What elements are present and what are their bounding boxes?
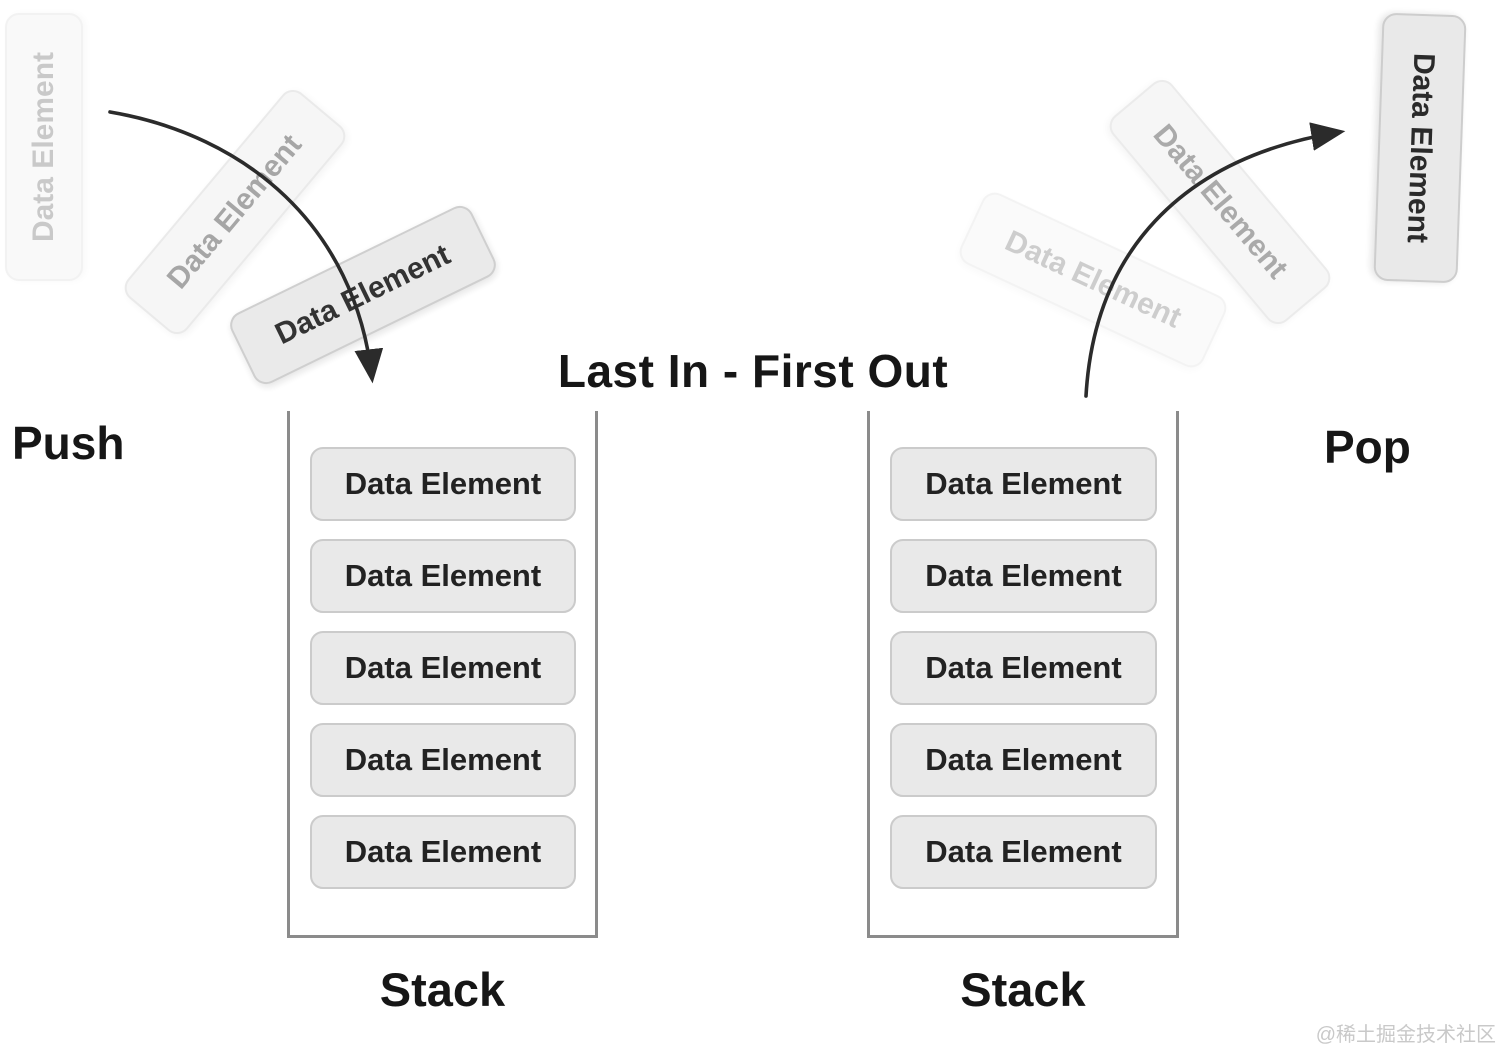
data-element-label: Data Element (1146, 118, 1295, 286)
watermark: @稀土掘金技术社区 (1315, 1024, 1496, 1046)
push-floating-data-element: Data Element (5, 13, 83, 281)
diagram-title: Last In - First Out (557, 345, 949, 397)
push-operation-label: Push (12, 417, 125, 469)
left-stack-label: Stack (379, 963, 506, 1016)
data-element-label: Data Element (925, 650, 1122, 685)
left-stack-container: Data Element Data Element Data Element D… (287, 411, 598, 938)
data-element-label: Data Element (344, 558, 542, 593)
stack-data-element: Data Element (310, 815, 576, 889)
stack-data-element: Data Element (890, 447, 1157, 521)
data-element-label: Data Element (925, 742, 1122, 777)
stack-data-element: Data Element (890, 815, 1157, 889)
data-element-label: Data Element (270, 238, 456, 352)
pop-floating-data-element: Data Element (1373, 12, 1467, 284)
data-element-label: Data Element (160, 128, 309, 296)
stack-data-element: Data Element (310, 447, 576, 521)
data-element-label: Data Element (344, 466, 542, 501)
data-element-label: Data Element (1000, 224, 1187, 335)
data-element-label: Data Element (925, 558, 1122, 593)
stack-data-element: Data Element (310, 631, 576, 705)
data-element-label: Data Element (1400, 52, 1441, 244)
right-stack-label: Stack (960, 963, 1086, 1016)
right-stack-container: Data Element Data Element Data Element D… (867, 411, 1179, 938)
data-element-label: Data Element (344, 834, 542, 869)
stack-data-element: Data Element (890, 631, 1157, 705)
data-element-label: Data Element (344, 742, 542, 777)
stack-data-element: Data Element (310, 723, 576, 797)
data-element-label: Data Element (344, 650, 542, 685)
data-element-label: Data Element (925, 466, 1122, 501)
stack-data-element: Data Element (890, 539, 1157, 613)
pop-operation-label: Pop (1324, 421, 1411, 473)
data-element-label: Data Element (27, 51, 60, 243)
stack-data-element: Data Element (310, 539, 576, 613)
stack-data-element: Data Element (890, 723, 1157, 797)
data-element-label: Data Element (925, 834, 1122, 869)
